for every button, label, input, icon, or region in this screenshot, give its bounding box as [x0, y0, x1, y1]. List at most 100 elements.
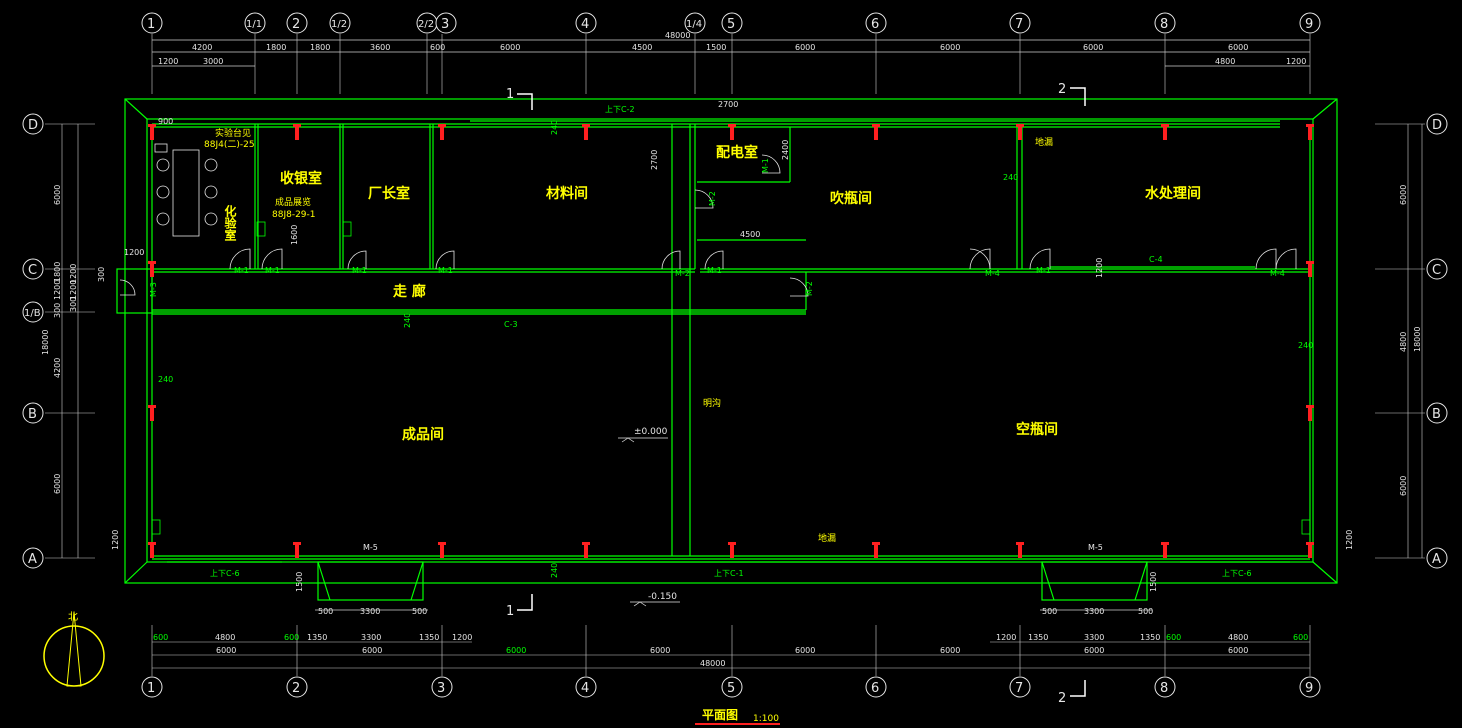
door-m1-a: M-1: [234, 266, 249, 275]
dim-left-2: 1800: [53, 262, 62, 282]
dim-misc-3: 2700: [650, 150, 659, 170]
column-marker: [440, 542, 444, 558]
section-1-top: 1: [506, 87, 514, 102]
column-marker: [730, 124, 734, 140]
dim-misc-1: 2700: [718, 100, 738, 109]
column-marker: [1308, 124, 1312, 140]
axis-top-2: 2: [292, 17, 300, 32]
door-dim-6: 500: [1138, 607, 1153, 616]
lab-furniture: [151, 143, 1311, 535]
dim-b-9: 1350: [1028, 633, 1048, 642]
left-dimensions: 6000 1800 1200 300 4200 6000 18000 1200 …: [41, 185, 106, 494]
axis-left-1B: 1/B: [24, 308, 41, 319]
dim-left-6: 6000: [53, 474, 62, 494]
section-2-bottom: 2: [1058, 691, 1066, 706]
axis-top-4: 4: [581, 17, 589, 32]
dim-top-6: 6000: [500, 43, 520, 52]
dim-top-row2-1: 1200: [158, 57, 178, 66]
axis-top-1: 1: [147, 17, 155, 32]
axis-top-1-4: 1/4: [686, 19, 702, 30]
column-marker: [150, 261, 154, 277]
dim-b2-7: 6000: [1084, 646, 1104, 655]
wall-240-c: 240: [1003, 173, 1018, 182]
axis-bottom-7: 7: [1015, 681, 1023, 696]
column-marker: [1018, 542, 1022, 558]
door-dim-1: 500: [318, 607, 333, 616]
dim-b-3: 600: [284, 633, 299, 642]
axis-top-1-1: 1/1: [246, 19, 262, 30]
axis-top-2-2: 2/2: [418, 19, 434, 30]
axis-bottom-4: 4: [581, 681, 589, 696]
wall-240-a: 240: [158, 375, 173, 384]
axis-top-6: 6: [871, 17, 879, 32]
column-marker-cap: [148, 405, 156, 408]
column-marker: [295, 542, 299, 558]
room-lab: 化验室: [223, 204, 237, 242]
bottom-axis-markers: 1 2 3 4 5 6 7 8 9: [141, 676, 1321, 698]
room-labels: 化验室 收银室 厂长室 材料间 配电室 吹瓶间 水处理间 走 廊 成品间 空瓶间: [223, 144, 1201, 443]
column-marker: [440, 124, 444, 140]
wall-240-e: 240: [403, 313, 412, 328]
left-axis-markers: D C 1/B B A: [22, 113, 44, 569]
axis-top-8: 8: [1160, 17, 1168, 32]
note-outdoor-level: -0.150: [648, 592, 677, 602]
dim-left-total: 18000: [41, 330, 50, 355]
column-marker: [1018, 124, 1022, 140]
dim-misc-9: 1500: [1149, 572, 1158, 592]
column-marker-cap: [582, 542, 590, 545]
dim-left-4: 300: [53, 303, 62, 318]
column-marker-cap: [293, 542, 301, 545]
dim-right-2: 4800: [1399, 332, 1408, 352]
column-marker: [150, 124, 154, 140]
axis-top-9: 9: [1305, 17, 1313, 32]
axis-left-B: B: [28, 407, 37, 422]
note-window-top: 上下C-2: [605, 105, 635, 114]
top-axis-markers: 1 1/1 2 1/2 2/2 3 4 1/4 5 6 7 8 9: [141, 12, 1321, 34]
note-lab-table-ref: 88J4(二)-25: [204, 140, 255, 150]
note-c3: C-3: [504, 320, 518, 329]
note-window-bl: 上下C-6: [210, 569, 240, 578]
column-marker-cap: [438, 124, 446, 127]
column-marker-cap: [582, 124, 590, 127]
note-drain: 地漏: [1035, 136, 1053, 148]
door-m5-a: M-5: [363, 543, 378, 552]
dim-misc-10: 1200: [1095, 258, 1104, 278]
column-marker: [584, 124, 588, 140]
door-dim-2: 3300: [360, 607, 380, 616]
title-text: 平面图: [702, 708, 738, 722]
dim-b-4: 1350: [307, 633, 327, 642]
column-marker-cap: [1306, 124, 1314, 127]
door-dim-5: 3300: [1084, 607, 1104, 616]
axis-left-D: D: [28, 118, 38, 133]
north-arrow: 北: [43, 611, 105, 687]
door-m1-e: M-1: [707, 266, 722, 275]
building-walls: [116, 98, 1338, 601]
room-director: 厂长室: [368, 185, 410, 202]
axis-top-3: 3: [441, 17, 449, 32]
dim-top-11: 6000: [1083, 43, 1103, 52]
dim-b-8: 1200: [996, 633, 1016, 642]
dim-misc-4: 1600: [290, 225, 299, 245]
room-water: 水处理间: [1145, 185, 1201, 202]
column-marker-cap: [438, 542, 446, 545]
column-marker-cap: [148, 124, 156, 127]
bottom-dimensions: 600 4800 600 1350 3300 1350 1200 1200 13…: [153, 633, 1308, 668]
column-marker-cap: [1016, 124, 1024, 127]
column-marker: [1163, 542, 1167, 558]
dim-top-7: 4500: [632, 43, 652, 52]
dim-top-total: 48000: [665, 31, 690, 40]
column-marker: [295, 124, 299, 140]
axis-right-B: B: [1432, 407, 1441, 422]
dim-b2-1: 6000: [216, 646, 236, 655]
title-scale: 1:100: [753, 714, 779, 724]
door-m1-c: M-1: [352, 266, 367, 275]
door-m1-d: M-1: [438, 266, 453, 275]
door-dim-4: 500: [1042, 607, 1057, 616]
dim-left-5: 4200: [53, 358, 62, 378]
column-marker: [1308, 542, 1312, 558]
dim-right-3: 6000: [1399, 476, 1408, 496]
dim-b-5: 3300: [361, 633, 381, 642]
axis-bottom-8: 8: [1160, 681, 1168, 696]
note-trench: 明沟: [703, 397, 721, 409]
side-axis-lines: [45, 123, 1425, 559]
